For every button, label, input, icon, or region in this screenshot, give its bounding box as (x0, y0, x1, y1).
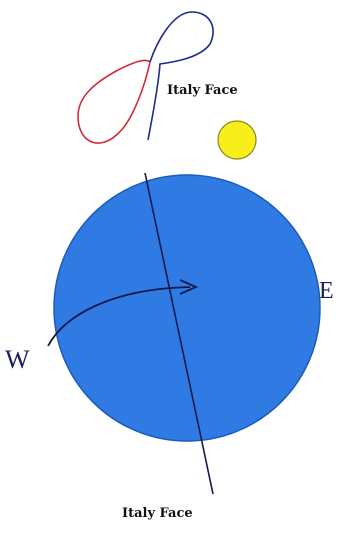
east-label: E (319, 278, 334, 304)
west-label: W (5, 345, 30, 374)
earth-globe-icon (54, 175, 320, 441)
top-italy-face-label: Italy Face (167, 83, 238, 98)
analemma-blue-path (148, 12, 213, 140)
analemma-figure-eight-icon (78, 12, 213, 143)
bottom-italy-face-label: Italy Face (122, 506, 193, 521)
analemma-red-path (78, 60, 150, 143)
sun-icon (218, 121, 256, 159)
